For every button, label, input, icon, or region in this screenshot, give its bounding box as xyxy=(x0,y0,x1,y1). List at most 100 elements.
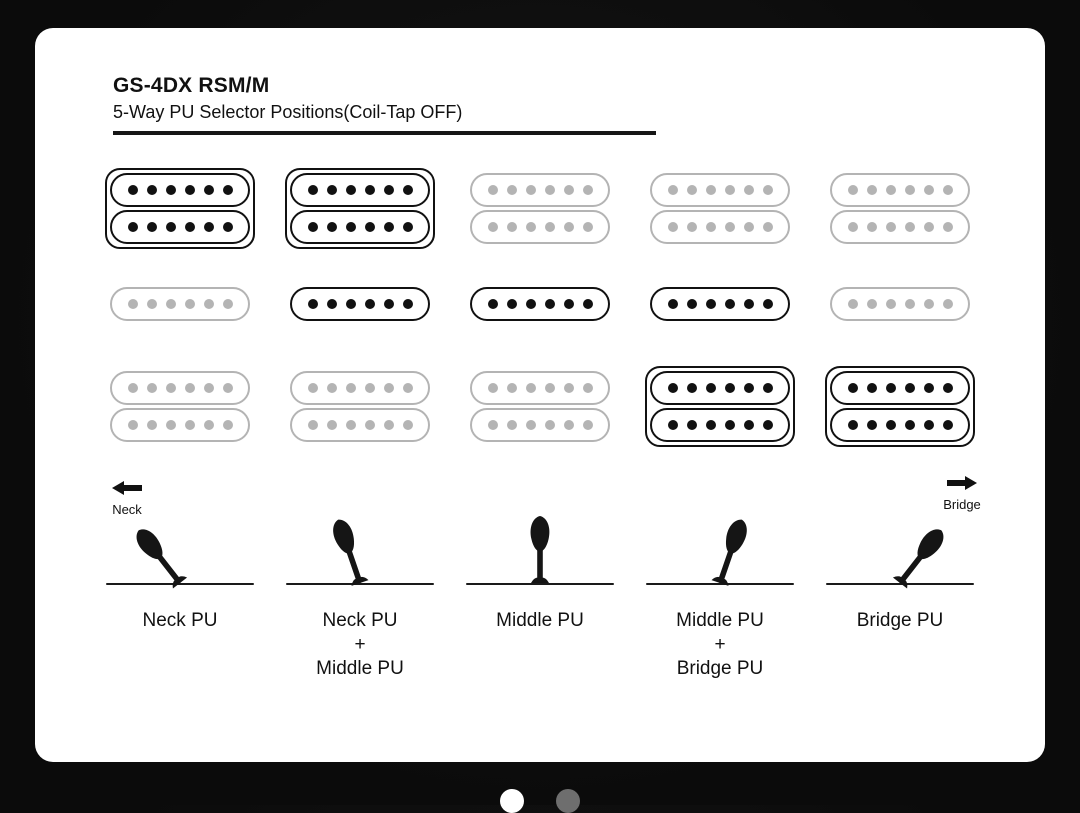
pole-piece-dot xyxy=(326,299,337,309)
pole-piece-dot xyxy=(762,185,773,195)
pole-piece-dot xyxy=(847,185,858,195)
pole-piece-dot xyxy=(184,222,195,232)
position-label: Middle PU+Bridge PU xyxy=(676,609,764,681)
pole-piece-dot xyxy=(307,185,318,195)
carousel-dot[interactable] xyxy=(500,789,524,813)
pole-piece-dot xyxy=(762,383,773,393)
pole-piece-dot xyxy=(307,299,318,309)
pole-piece-dot xyxy=(203,185,214,195)
pole-piece-dot xyxy=(904,420,915,430)
pole-piece-dot xyxy=(364,222,375,232)
pole-piece-dot xyxy=(402,222,413,232)
pickup-coil xyxy=(290,210,430,244)
pole-piece-dot xyxy=(923,222,934,232)
pole-piece-dot xyxy=(942,299,953,309)
pole-piece-dot xyxy=(383,383,394,393)
pole-piece-dot xyxy=(383,420,394,430)
pole-piece-dot xyxy=(487,383,498,393)
neck-arrow-label: Neck xyxy=(112,502,142,517)
selector-lever-icon xyxy=(106,529,254,589)
pole-piece-dot xyxy=(866,185,877,195)
pole-piece-dot xyxy=(383,185,394,195)
pole-piece-dot xyxy=(544,222,555,232)
selector-lever xyxy=(455,513,625,593)
pole-piece-dot xyxy=(705,420,716,430)
pole-piece-dot xyxy=(506,383,517,393)
pole-piece-dot xyxy=(743,420,754,430)
neck-humbucker-pickup xyxy=(465,168,615,249)
pole-piece-dot xyxy=(506,420,517,430)
pickup-coil xyxy=(650,287,790,321)
pole-piece-dot xyxy=(165,185,176,195)
pole-piece-dot xyxy=(345,383,356,393)
pole-piece-dot xyxy=(222,222,233,232)
pole-piece-dot xyxy=(724,185,735,195)
position-label: Middle PU xyxy=(496,609,584,633)
pole-piece-dot xyxy=(364,383,375,393)
selector-lever-icon xyxy=(646,519,794,586)
pole-piece-dot xyxy=(762,222,773,232)
middle-single-coil-pickup xyxy=(830,287,970,321)
selector-lever xyxy=(95,513,265,593)
position-label-line: Middle PU xyxy=(496,610,584,631)
bridge-direction: Bridge xyxy=(940,475,984,512)
pole-piece-dot xyxy=(203,420,214,430)
pole-piece-dot xyxy=(942,185,953,195)
pole-piece-dot xyxy=(866,383,877,393)
pole-piece-dot xyxy=(544,299,555,309)
pole-piece-dot xyxy=(487,222,498,232)
pole-piece-dot xyxy=(885,222,896,232)
middle-single-coil-pickup xyxy=(650,287,790,321)
pole-piece-dot xyxy=(847,420,858,430)
position-label-line: + xyxy=(714,634,726,655)
pole-piece-dot xyxy=(345,185,356,195)
pickup-coil xyxy=(110,371,250,405)
page-subtitle: 5-Way PU Selector Positions(Coil-Tap OFF… xyxy=(113,102,463,122)
position-label-line: Neck PU xyxy=(142,610,218,631)
pole-piece-dot xyxy=(942,383,953,393)
pickup-coil xyxy=(650,371,790,405)
middle-single-coil-pickup xyxy=(110,287,250,321)
carousel-dot[interactable] xyxy=(556,789,580,813)
middle-single-coil-pickup xyxy=(290,287,430,321)
pole-piece-dot xyxy=(582,185,593,195)
pole-piece-dot xyxy=(563,420,574,430)
title-underline xyxy=(113,131,656,135)
pickup-coil xyxy=(110,173,250,207)
pole-piece-dot xyxy=(847,299,858,309)
pole-piece-dot xyxy=(544,420,555,430)
pole-piece-dot xyxy=(544,383,555,393)
pole-piece-dot xyxy=(686,420,697,430)
pole-piece-dot xyxy=(743,383,754,393)
pole-piece-dot xyxy=(582,420,593,430)
pole-piece-dot xyxy=(563,383,574,393)
position-label-line: + xyxy=(354,634,366,655)
pole-piece-dot xyxy=(885,420,896,430)
pole-piece-dot xyxy=(904,383,915,393)
pickup-coil xyxy=(650,408,790,442)
pole-piece-dot xyxy=(402,420,413,430)
pole-piece-dot xyxy=(345,222,356,232)
pole-piece-dot xyxy=(525,222,536,232)
pole-piece-dot xyxy=(563,299,574,309)
pole-piece-dot xyxy=(307,420,318,430)
selector-lever xyxy=(275,513,445,593)
pole-piece-dot xyxy=(165,420,176,430)
pole-piece-dot xyxy=(563,185,574,195)
pickup-coil xyxy=(290,173,430,207)
pole-piece-dot xyxy=(383,299,394,309)
pickup-coil xyxy=(830,408,970,442)
pole-piece-dot xyxy=(146,299,157,309)
middle-single-coil-pickup xyxy=(470,287,610,321)
pole-piece-dot xyxy=(525,383,536,393)
pole-piece-dot xyxy=(762,420,773,430)
pickup-coil xyxy=(110,408,250,442)
pole-piece-dot xyxy=(487,185,498,195)
pole-piece-dot xyxy=(923,299,934,309)
pole-piece-dot xyxy=(146,383,157,393)
position-label-line: Middle PU xyxy=(316,658,404,679)
pole-piece-dot xyxy=(743,222,754,232)
position-label: Bridge PU xyxy=(857,609,944,633)
diagram-header: GS-4DX RSM/M 5-Way PU Selector Positions… xyxy=(113,74,656,135)
pole-piece-dot xyxy=(203,299,214,309)
